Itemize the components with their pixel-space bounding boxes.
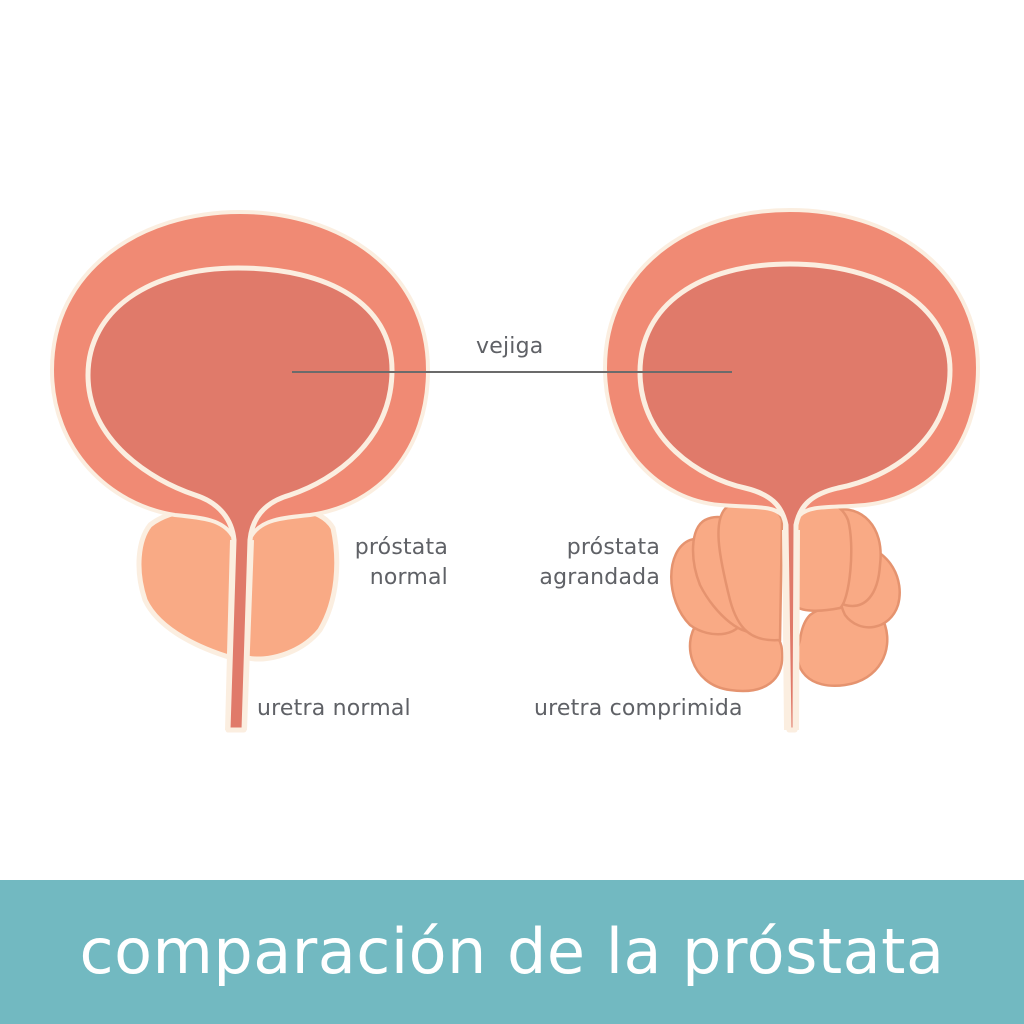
prostate-comparison-diagram bbox=[49, 207, 981, 733]
compressed-urethra bbox=[782, 529, 800, 731]
label-compressed-urethra-text: uretra comprimida bbox=[534, 696, 743, 721]
normal-urethra bbox=[225, 539, 254, 731]
label-normal-prostate: próstata normal bbox=[330, 533, 448, 593]
label-compressed-urethra: uretra comprimida bbox=[534, 694, 743, 724]
label-bladder-text: vejiga bbox=[476, 334, 544, 359]
normal-bladder-lumen bbox=[85, 265, 395, 733]
title-banner: comparación de la próstata bbox=[0, 880, 1024, 1024]
label-enlarged-prostate: próstata agrandada bbox=[510, 533, 660, 593]
label-normal-urethra: uretra normal bbox=[257, 694, 411, 724]
label-bladder: vejiga bbox=[476, 332, 543, 362]
page-title: comparación de la próstata bbox=[79, 915, 945, 988]
enlarged-prostate-lobes bbox=[670, 498, 901, 693]
label-enlarged-prostate-line2: agrandada bbox=[539, 565, 660, 590]
normal-prostate-illustration bbox=[49, 209, 431, 733]
enlarged-prostate-illustration bbox=[602, 207, 981, 733]
label-normal-urethra-text: uretra normal bbox=[257, 696, 411, 721]
label-normal-prostate-line2: normal bbox=[369, 565, 448, 590]
enlarged-bladder-lumen bbox=[637, 261, 953, 733]
label-normal-prostate-line1: próstata bbox=[354, 535, 448, 560]
label-enlarged-prostate-line1: próstata bbox=[566, 535, 660, 560]
